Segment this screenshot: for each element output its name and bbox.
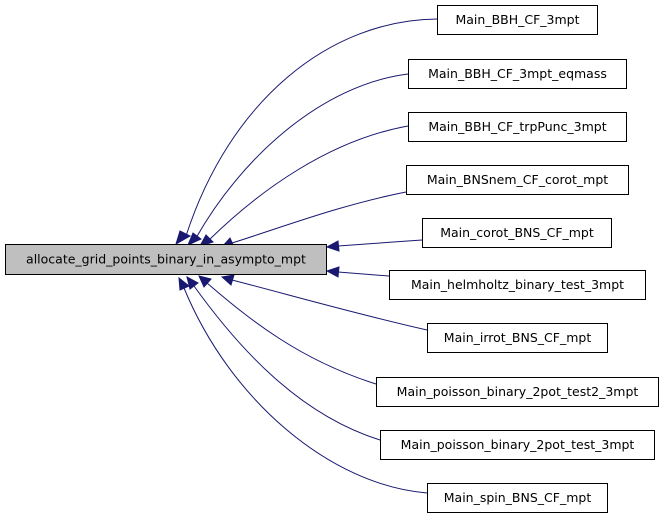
caller-node-7[interactable]: Main_poisson_binary_2pot_test2_3mpt (376, 377, 659, 407)
caller-node-label: Main_poisson_binary_2pot_test2_3mpt (397, 384, 639, 399)
edge-main-bbh-cf-3mpt-eqmass (195, 73, 409, 239)
caller-node-9[interactable]: Main_spin_BNS_CF_mpt (427, 483, 608, 513)
caller-node-label: Main_BNSnem_CF_corot_mpt (427, 172, 608, 187)
arrowhead-icon (175, 230, 192, 246)
root-node-box (5, 244, 327, 275)
caller-node-4[interactable]: Main_corot_BNS_CF_mpt (422, 218, 612, 248)
root-node-label: allocate_grid_points_binary_in_asympto_m… (26, 252, 306, 267)
caller-node-label: Main_irrot_BNS_CF_mpt (444, 330, 592, 345)
caller-node-3[interactable]: Main_BNSnem_CF_corot_mpt (406, 165, 629, 195)
caller-node-label: Main_BBH_CF_3mpt_eqmass (428, 66, 607, 81)
arrowhead-icon (220, 274, 235, 286)
caller-node-1[interactable]: Main_BBH_CF_3mpt_eqmass (408, 59, 627, 89)
caller-node-8[interactable]: Main_poisson_binary_2pot_test_3mpt (380, 430, 655, 460)
caller-node-0[interactable]: Main_BBH_CF_3mpt (437, 5, 598, 35)
edge-main-corot-bns-cf-mpt (337, 239, 423, 247)
edge-main-helmholtz-binary-test-3mpt (337, 271, 390, 277)
root-node[interactable]: allocate_grid_points_binary_in_asympto_m… (5, 244, 327, 275)
caller-node-label: Main_corot_BNS_CF_mpt (440, 225, 594, 240)
arrowhead-icon (186, 276, 199, 290)
caller-node-label: Main_spin_BNS_CF_mpt (444, 490, 592, 505)
edge-main-poisson-binary-2pot-test2-3mpt (206, 282, 377, 385)
caller-node-5[interactable]: Main_helmholtz_binary_test_3mpt (389, 270, 646, 300)
caller-node-label: Main_poisson_binary_2pot_test_3mpt (401, 437, 635, 452)
caller-node-label: Main_BBH_CF_trpPunc_3mpt (428, 119, 606, 134)
caller-node-6[interactable]: Main_irrot_BNS_CF_mpt (427, 323, 608, 353)
arrowhead-icon (178, 276, 190, 291)
edge-main-poisson-binary-2pot-test-3mpt (193, 285, 381, 441)
arrowhead-icon (325, 266, 340, 278)
edge-main-bbh-cf-trppunc-3mpt (208, 125, 409, 241)
arrowhead-icon (187, 232, 202, 246)
edge-main-bnsnem-cf-corot-mpt (231, 191, 407, 244)
edges (175, 18, 438, 494)
caller-node-label: Main_helmholtz_binary_test_3mpt (411, 277, 624, 292)
arrowhead-icon (198, 275, 212, 288)
caller-node-2[interactable]: Main_BBH_CF_trpPunc_3mpt (408, 112, 627, 142)
edge-main-spin-bns-cf-mpt (183, 287, 428, 494)
caller-node-label: Main_BBH_CF_3mpt (455, 12, 579, 27)
edge-main-irrot-bns-cf-mpt (231, 279, 428, 331)
arrowhead-icon (325, 240, 340, 252)
edge-main-bbh-cf-3mpt (185, 18, 438, 237)
